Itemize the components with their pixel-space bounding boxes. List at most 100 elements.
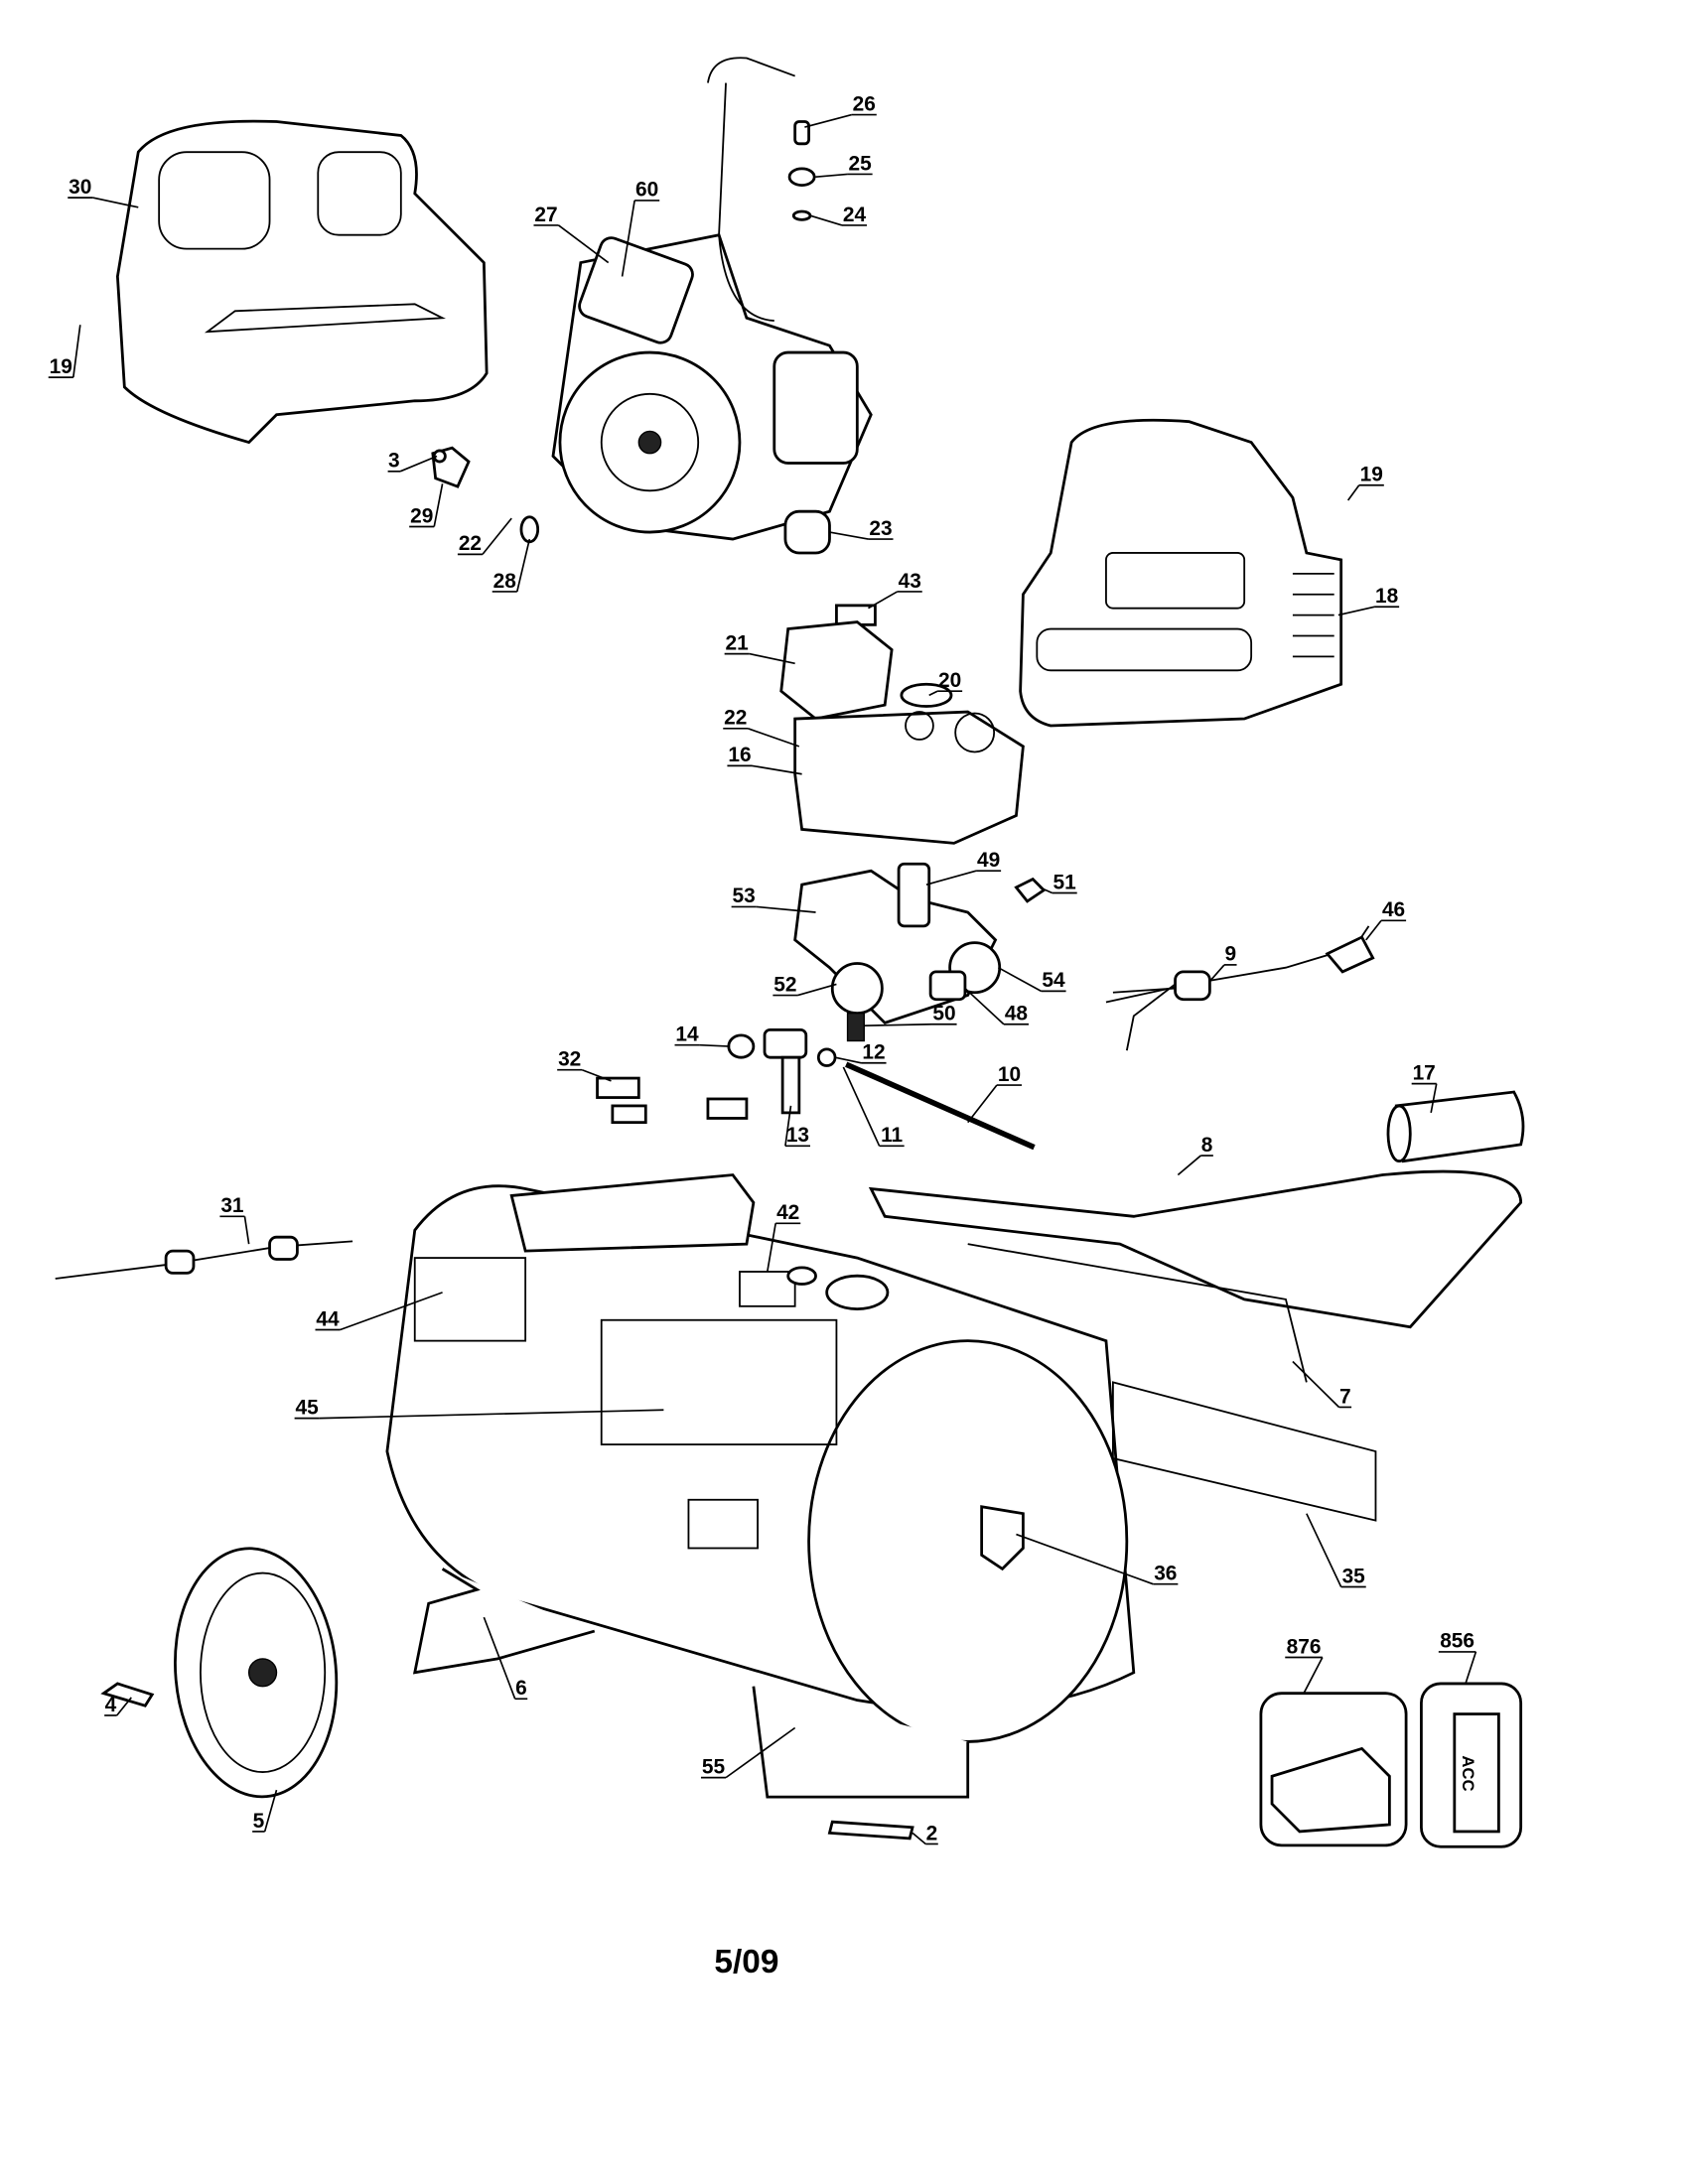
part-label-32: 32	[558, 1048, 581, 1071]
part-label-24: 24	[843, 204, 867, 226]
air-tank	[385, 1173, 1377, 1841]
leader-line	[829, 531, 869, 540]
small-parts-top	[431, 120, 877, 626]
part-label-2: 2	[926, 1822, 938, 1844]
leader-line	[243, 1216, 250, 1245]
manifold-assembly	[793, 862, 1047, 1042]
leader-line	[1303, 1657, 1324, 1695]
part-label-55: 55	[702, 1755, 726, 1778]
motor-pump-assembly	[551, 57, 873, 541]
pressure-switch-parts	[779, 620, 1025, 845]
handle-grip	[1386, 1090, 1525, 1163]
leader-line	[1016, 1533, 1154, 1585]
leader-line	[558, 224, 610, 264]
part-label-30: 30	[69, 176, 91, 199]
leader-line	[340, 1292, 443, 1331]
leader-line	[834, 1056, 862, 1064]
leader-line	[928, 690, 938, 697]
part-label-6: 6	[515, 1677, 527, 1700]
kit-box-text: ACC	[1459, 1755, 1477, 1791]
part-label-46: 46	[1382, 898, 1405, 921]
leader-line	[748, 728, 800, 748]
leader-line	[1306, 1513, 1342, 1587]
part-label-12: 12	[862, 1041, 885, 1064]
part-label-3: 3	[388, 450, 400, 473]
leader-line	[581, 1068, 612, 1082]
part-label-31: 31	[220, 1194, 244, 1217]
part-label-9: 9	[1224, 943, 1236, 966]
part-label-60: 60	[635, 179, 658, 202]
part-label-14: 14	[675, 1023, 699, 1045]
leader-line	[433, 483, 444, 527]
part-label-28: 28	[493, 570, 516, 593]
part-label-27: 27	[534, 204, 557, 226]
part-label-856: 856	[1440, 1630, 1474, 1653]
leader-line	[1346, 484, 1360, 501]
leader-line	[784, 1105, 792, 1147]
part-label-25: 25	[848, 152, 872, 175]
part-label-29: 29	[410, 504, 433, 527]
part-label-45: 45	[296, 1396, 320, 1419]
part-label-19: 19	[1360, 464, 1383, 486]
leader-line	[92, 197, 139, 208]
leader-line	[967, 1084, 998, 1124]
leader-line	[515, 538, 531, 593]
leader-line	[964, 987, 1005, 1025]
leader-line	[1039, 887, 1052, 894]
part-label-36: 36	[1154, 1563, 1177, 1585]
part-label-22: 22	[724, 707, 747, 730]
part-label-7: 7	[1339, 1385, 1351, 1408]
part-label-4: 4	[105, 1694, 117, 1716]
leader-line	[804, 113, 852, 128]
part-label-54: 54	[1042, 969, 1065, 992]
part-label-52: 52	[773, 973, 796, 996]
kit-boxes: ACC	[1259, 1682, 1523, 1848]
part-label-48: 48	[1005, 1003, 1028, 1025]
part-label-53: 53	[733, 885, 756, 907]
leader-line	[71, 325, 81, 378]
leader-line	[925, 870, 977, 886]
part-label-8: 8	[1201, 1134, 1213, 1157]
part-label-19: 19	[50, 355, 72, 378]
leader-line	[482, 517, 512, 555]
leader-line	[766, 1223, 776, 1273]
footer-date: 5/09	[714, 1944, 778, 1980]
leader-line	[864, 1023, 932, 1026]
part-label-35: 35	[1342, 1565, 1366, 1587]
leader-line	[1292, 1360, 1340, 1409]
leader-line	[483, 1616, 516, 1700]
part-label-49: 49	[977, 849, 1000, 872]
leader-line	[1465, 1651, 1477, 1685]
fittings	[596, 1027, 1036, 1151]
part-label-21: 21	[726, 631, 750, 654]
part-label-17: 17	[1413, 1061, 1436, 1084]
part-label-5: 5	[253, 1810, 265, 1833]
rear-shroud	[115, 119, 489, 445]
leader-line	[912, 1832, 926, 1845]
part-label-23: 23	[869, 517, 892, 540]
power-cord	[1105, 925, 1375, 1051]
wheel	[100, 1547, 339, 1799]
leader-line	[756, 905, 816, 913]
part-label-44: 44	[316, 1307, 340, 1330]
part-label-876: 876	[1287, 1635, 1322, 1658]
leader-line	[1337, 606, 1375, 616]
leader-line	[1208, 964, 1225, 983]
part-label-43: 43	[899, 570, 921, 593]
leader-line	[749, 652, 795, 665]
part-label-26: 26	[853, 92, 876, 115]
leader-line	[699, 1043, 731, 1047]
leader-line	[815, 173, 848, 179]
leader-line	[319, 1409, 664, 1420]
leader-line	[868, 591, 899, 610]
leader-line	[263, 1789, 278, 1833]
part-label-20: 20	[938, 669, 961, 692]
leader-line	[797, 983, 837, 997]
leader-lines	[48, 113, 1477, 1845]
leader-line	[399, 455, 438, 473]
leader-line	[1177, 1155, 1201, 1176]
leader-line	[997, 966, 1042, 993]
part-label-18: 18	[1375, 585, 1398, 608]
leader-line	[116, 1697, 132, 1716]
